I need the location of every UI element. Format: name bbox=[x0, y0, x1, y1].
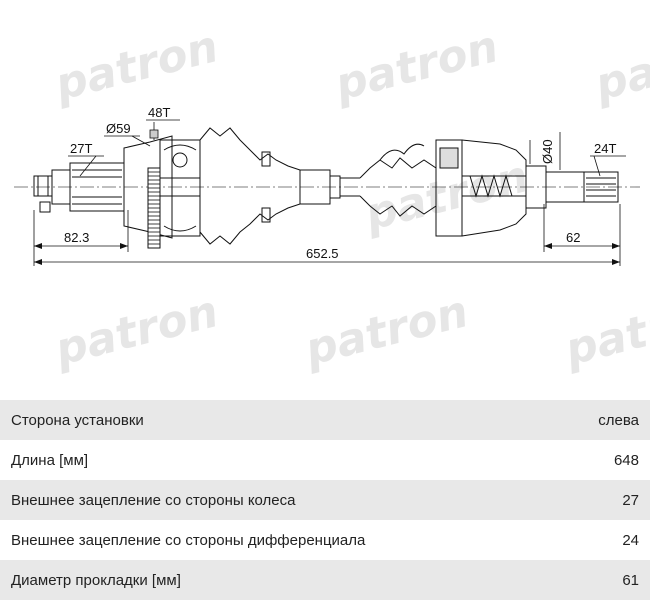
spec-label: Сторона установки bbox=[11, 411, 144, 429]
label-length-82: 82.3 bbox=[64, 230, 89, 245]
specs-table: Сторона установки слева Длина [мм] 648 В… bbox=[0, 400, 650, 600]
drive-shaft-drawing: patron patron patron patron patron patro… bbox=[14, 21, 650, 376]
watermark-2: patron bbox=[329, 21, 503, 111]
spec-label: Внешнее зацепление со стороны дифференци… bbox=[11, 531, 366, 549]
spec-label: Длина [мм] bbox=[11, 451, 89, 469]
spec-row-gasket-diameter: Диаметр прокладки [мм] 61 bbox=[0, 560, 650, 600]
spec-value: слева bbox=[598, 411, 639, 429]
label-length-62: 62 bbox=[566, 230, 580, 245]
spec-row-side: Сторона установки слева bbox=[0, 400, 650, 440]
spec-value: 61 bbox=[622, 571, 639, 589]
watermark-5: patron bbox=[49, 286, 223, 376]
outer-cv-housing bbox=[123, 135, 173, 239]
label-27t: 27T bbox=[70, 141, 92, 156]
inner-cv-housing bbox=[435, 139, 463, 237]
label-dia-59: Ø59 bbox=[106, 121, 131, 136]
dimension-lines bbox=[33, 119, 626, 266]
spec-label: Диаметр прокладки [мм] bbox=[11, 571, 181, 589]
spec-row-length: Длина [мм] 648 bbox=[0, 440, 650, 480]
watermark-1: patron bbox=[49, 21, 223, 111]
shaft-outline bbox=[33, 127, 619, 249]
nut-washer bbox=[39, 201, 51, 213]
diff-spline bbox=[583, 171, 619, 203]
spec-value: 24 bbox=[622, 531, 639, 549]
spec-label: Внешнее зацепление со стороны колеса bbox=[11, 491, 296, 509]
outer-cv-cage bbox=[159, 139, 201, 237]
wheel-nut bbox=[33, 175, 53, 197]
watermark-6: patron bbox=[299, 286, 473, 376]
dimension-arrows bbox=[34, 243, 620, 265]
watermark-group: patron patron patron patron patron patro… bbox=[49, 21, 650, 376]
inner-spring bbox=[469, 174, 513, 198]
outer-boot bbox=[199, 127, 301, 245]
spec-value: 648 bbox=[613, 451, 639, 469]
spec-value: 27 bbox=[622, 491, 639, 509]
cv-ball bbox=[172, 152, 188, 168]
label-48t: 48T bbox=[148, 105, 170, 120]
spec-row-wheel-teeth: Внешнее зацепление со стороны колеса 27 bbox=[0, 480, 650, 520]
watermark-7: patron bbox=[559, 286, 650, 376]
watermark-3: patron bbox=[589, 21, 650, 111]
label-24t: 24T bbox=[594, 141, 616, 156]
spec-row-diff-teeth: Внешнее зацепление со стороны дифференци… bbox=[0, 520, 650, 560]
drive-shaft-svg: patron patron patron patron patron patro… bbox=[14, 21, 650, 376]
label-length-total: 652.5 bbox=[306, 246, 339, 261]
label-dia-40: Ø40 bbox=[540, 139, 555, 164]
